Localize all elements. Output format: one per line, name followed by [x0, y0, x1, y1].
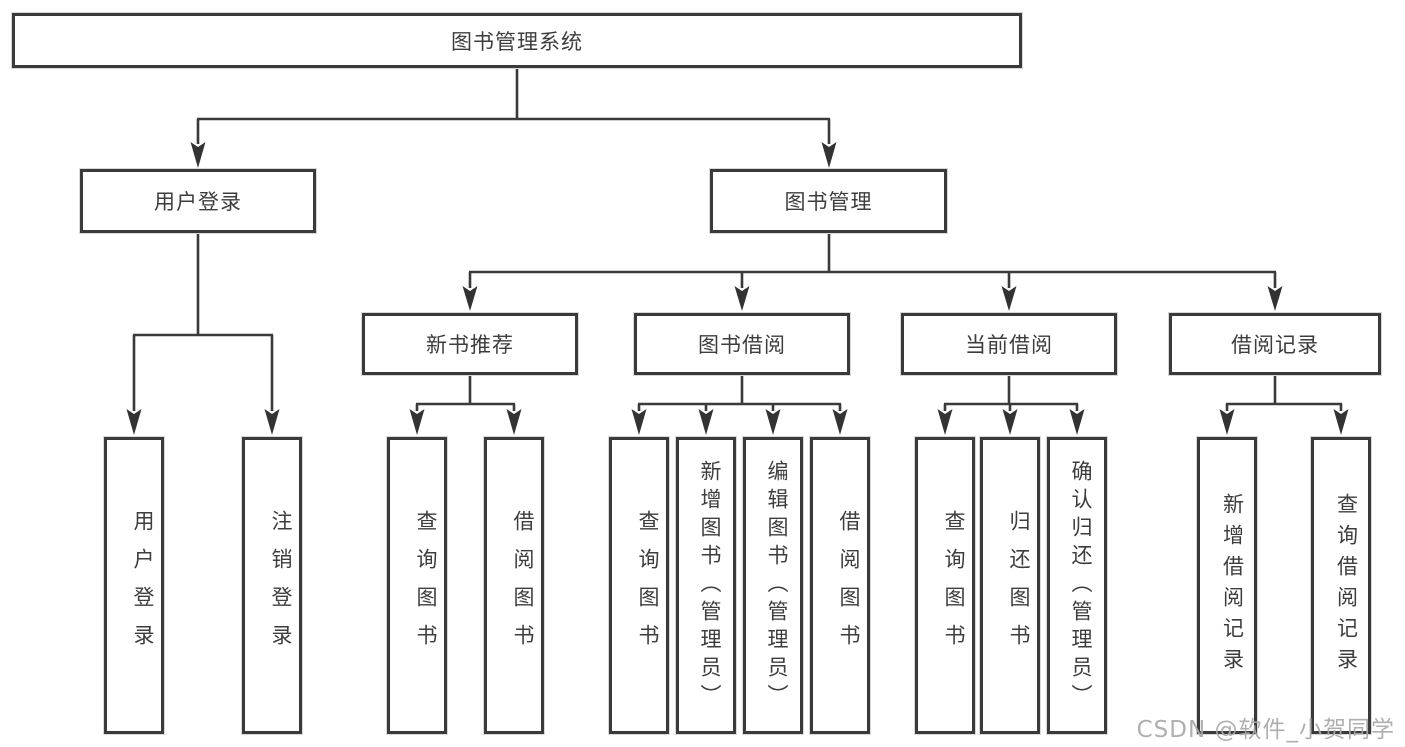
node-book-borrowing-label: 图书借阅 — [698, 333, 786, 357]
leaf-label: 编辑图书（管理员） — [765, 459, 789, 712]
node-root: 图书管理系统 — [12, 13, 1022, 68]
node-book-management-label: 图书管理 — [784, 190, 873, 214]
node-leaf-borrow-books-borrowing: 借阅图书 — [810, 437, 870, 734]
node-leaf-logout: 注销登录 — [242, 437, 302, 734]
leaf-label: 查询图书 — [942, 509, 966, 662]
node-book-borrowing: 图书借阅 — [634, 313, 850, 375]
leaf-label: 确认归还（管理员） — [1069, 459, 1093, 712]
node-current-borrowing-label: 当前借阅 — [965, 333, 1053, 357]
node-leaf-confirm-return-admin: 确认归还（管理员） — [1047, 437, 1107, 734]
node-leaf-edit-books-admin: 编辑图书（管理员） — [743, 437, 803, 734]
node-leaf-query-books-current: 查询图书 — [915, 437, 975, 734]
leaf-label: 用户登录 — [131, 509, 155, 662]
node-leaf-query-books-borrowing: 查询图书 — [609, 437, 669, 734]
node-root-label: 图书管理系统 — [451, 29, 583, 54]
node-borrowing-records-label: 借阅记录 — [1231, 333, 1319, 357]
node-user-login-label: 用户登录 — [154, 190, 242, 214]
leaf-label: 注销登录 — [269, 509, 293, 662]
node-leaf-borrow-books-recommend: 借阅图书 — [484, 437, 544, 734]
node-current-borrowing: 当前借阅 — [901, 313, 1117, 375]
node-leaf-add-books-admin: 新增图书（管理员） — [676, 437, 736, 734]
node-leaf-add-borrow-record: 新增借阅记录 — [1197, 437, 1257, 734]
node-book-management: 图书管理 — [710, 169, 947, 233]
node-leaf-user-login: 用户登录 — [104, 437, 164, 734]
leaf-label: 借阅图书 — [511, 509, 535, 662]
node-borrowing-records: 借阅记录 — [1169, 313, 1381, 375]
node-new-book-recommend: 新书推荐 — [362, 313, 578, 375]
node-leaf-return-books: 归还图书 — [980, 437, 1040, 734]
leaf-label: 新增图书（管理员） — [698, 459, 722, 712]
node-user-login: 用户登录 — [80, 169, 316, 233]
leaf-label: 新增借阅记录 — [1220, 492, 1245, 679]
csdn-watermark: CSDN @软件_小贺同学 — [1136, 717, 1395, 743]
leaf-label: 查询图书 — [414, 509, 438, 662]
node-new-book-recommend-label: 新书推荐 — [426, 333, 514, 357]
node-leaf-query-borrow-record: 查询借阅记录 — [1311, 437, 1371, 734]
leaf-label: 查询图书 — [636, 509, 660, 662]
leaf-label: 查询借阅记录 — [1334, 492, 1359, 679]
leaf-label: 借阅图书 — [837, 509, 861, 662]
leaf-label: 归还图书 — [1007, 509, 1031, 662]
node-leaf-query-books-recommend: 查询图书 — [387, 437, 447, 734]
